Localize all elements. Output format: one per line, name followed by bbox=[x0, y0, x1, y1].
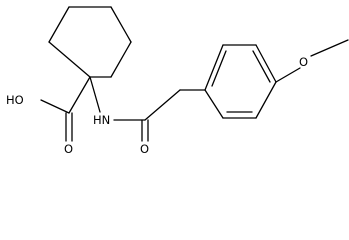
bond bbox=[144, 89, 181, 121]
hydroxyl-label: HO bbox=[6, 93, 24, 107]
bond bbox=[68, 76, 91, 114]
methoxy-group bbox=[275, 39, 349, 83]
bond bbox=[48, 6, 70, 43]
bond bbox=[275, 67, 301, 83]
bond bbox=[89, 76, 101, 113]
bond bbox=[110, 6, 132, 43]
bond bbox=[255, 81, 277, 119]
bond bbox=[204, 44, 224, 91]
bond bbox=[40, 99, 70, 114]
bond bbox=[204, 89, 224, 119]
structure-diagram: HO O HN O bbox=[6, 6, 349, 156]
carboxylic-acid-group bbox=[40, 76, 91, 142]
amide-group bbox=[89, 76, 181, 142]
bond bbox=[310, 39, 349, 57]
bond bbox=[110, 41, 132, 78]
acid-carbonyl-oxygen-label: O bbox=[64, 142, 73, 156]
cyclohexane-ring bbox=[48, 6, 132, 78]
amide-nh-label: HN bbox=[93, 113, 110, 127]
bond bbox=[255, 44, 277, 83]
methoxy-oxygen-label: O bbox=[299, 55, 308, 69]
bond bbox=[48, 41, 91, 78]
molecule-drawing: HO O HN O bbox=[6, 6, 349, 156]
amide-carbonyl-oxygen-label: O bbox=[140, 142, 149, 156]
double-bond bbox=[211, 50, 227, 87]
double-bond bbox=[252, 50, 271, 83]
benzene-ring bbox=[204, 44, 277, 119]
